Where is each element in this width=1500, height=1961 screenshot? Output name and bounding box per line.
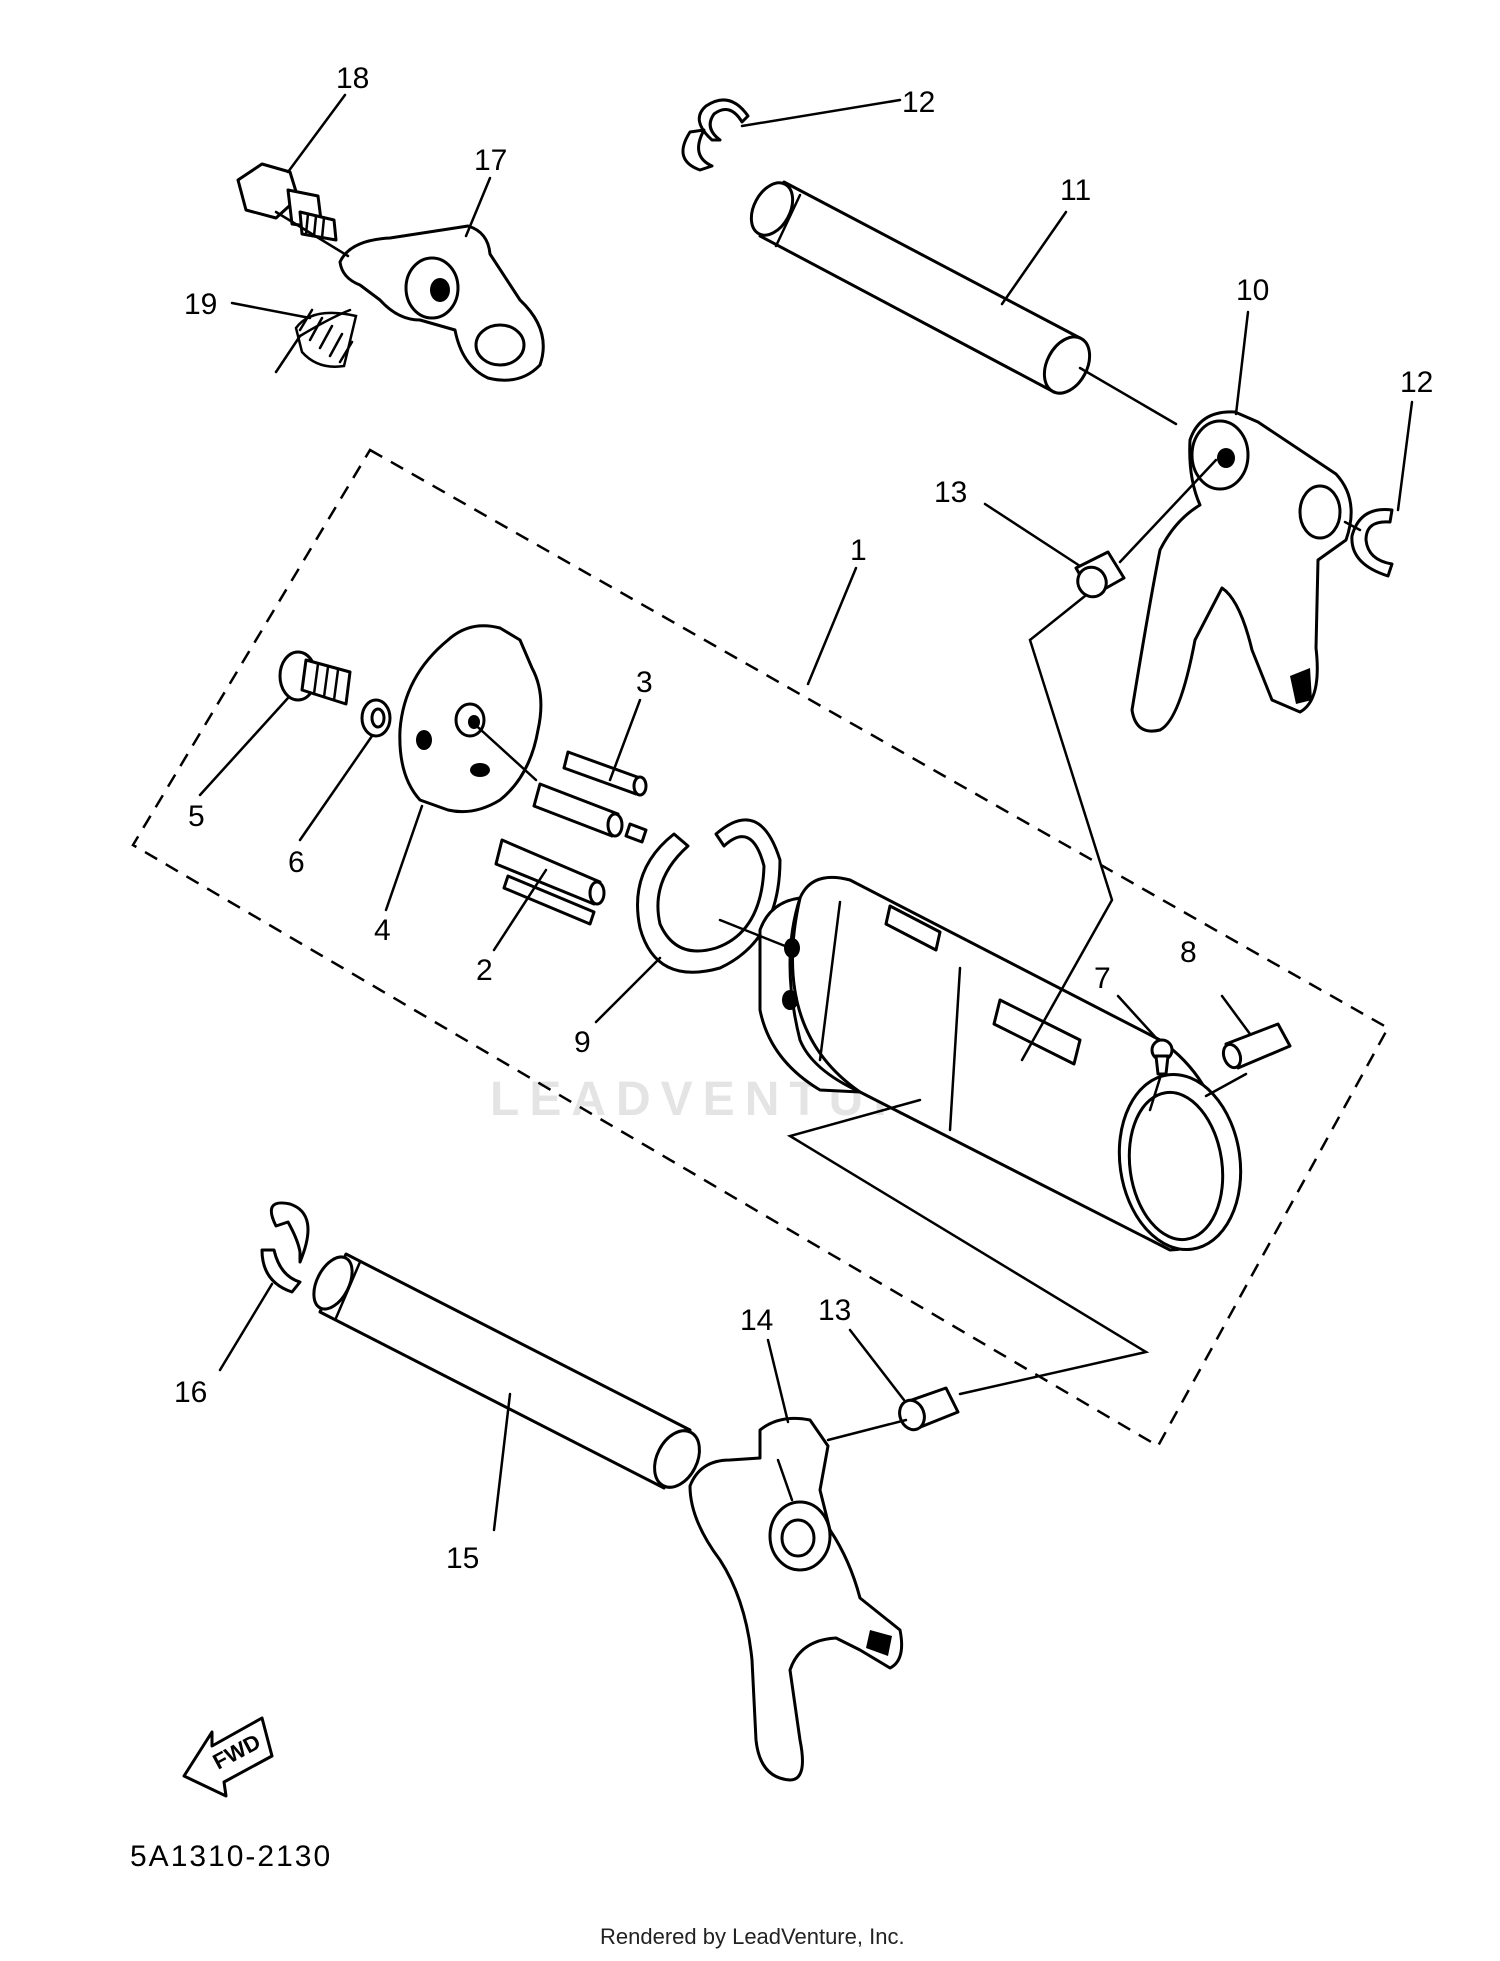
part-3-pin-middle xyxy=(532,782,648,844)
callout-11: 11 xyxy=(1060,174,1091,207)
callout-10: 10 xyxy=(1236,274,1269,307)
callout-12-top: 12 xyxy=(902,86,935,119)
callout-15: 15 xyxy=(446,1542,479,1575)
part-9-snap-ring xyxy=(636,818,782,974)
part-19-spring xyxy=(274,308,358,374)
callout-labels: 18 17 19 12 11 10 12 13 1 3 5 6 4 2 9 7 … xyxy=(174,62,1433,1575)
part-12-circlip-top-ring xyxy=(681,128,714,172)
callout-13-top: 13 xyxy=(934,476,967,509)
callout-2: 2 xyxy=(476,954,493,987)
callout-12-right: 12 xyxy=(1400,366,1433,399)
part-11-fork-shaft xyxy=(749,180,1092,395)
callout-5: 5 xyxy=(188,800,205,833)
callout-16: 16 xyxy=(174,1376,207,1409)
part-10-shift-fork xyxy=(1130,410,1353,733)
part-2-pin xyxy=(494,838,606,926)
part-6-washer xyxy=(360,698,392,738)
diagram-code: 5A1310-2130 xyxy=(130,1840,332,1873)
leader-lines xyxy=(198,93,1414,1532)
part-15-fork-shaft xyxy=(312,1252,701,1490)
part-13-dowel-pin-lower xyxy=(898,1386,960,1432)
part-3-pin-top xyxy=(562,750,648,797)
callout-4: 4 xyxy=(374,914,391,947)
assembly-boundary xyxy=(131,448,1390,1448)
callout-13-bottom: 13 xyxy=(818,1294,851,1327)
fwd-arrow-icon: FWD xyxy=(182,1716,274,1798)
part-18-bolt xyxy=(236,162,338,242)
callout-19: 19 xyxy=(184,288,217,321)
part-16-circlip xyxy=(260,1201,310,1294)
part-12-circlip-right xyxy=(1350,508,1394,578)
callout-7: 7 xyxy=(1094,962,1111,995)
callout-14: 14 xyxy=(740,1304,773,1337)
part-13-dowel-pin-upper xyxy=(1074,550,1126,599)
callout-18: 18 xyxy=(336,62,369,95)
callout-9: 9 xyxy=(574,1026,591,1059)
render-credit: Rendered by LeadVenture, Inc. xyxy=(600,1924,905,1949)
part-17-stopper-lever xyxy=(338,224,545,382)
part-12-circlip-top xyxy=(697,98,750,142)
part-1-shift-cam xyxy=(758,875,1243,1252)
part-14-shift-fork xyxy=(688,1416,904,1782)
part-7-pin xyxy=(1150,1038,1174,1076)
callout-1: 1 xyxy=(850,534,867,567)
callout-8: 8 xyxy=(1180,936,1197,969)
part-4-segment xyxy=(398,624,543,814)
callout-6: 6 xyxy=(288,846,305,879)
part-8-dowel xyxy=(1221,1022,1292,1070)
callout-17: 17 xyxy=(474,144,507,177)
callout-3: 3 xyxy=(636,666,653,699)
part-5-screw xyxy=(278,650,352,706)
